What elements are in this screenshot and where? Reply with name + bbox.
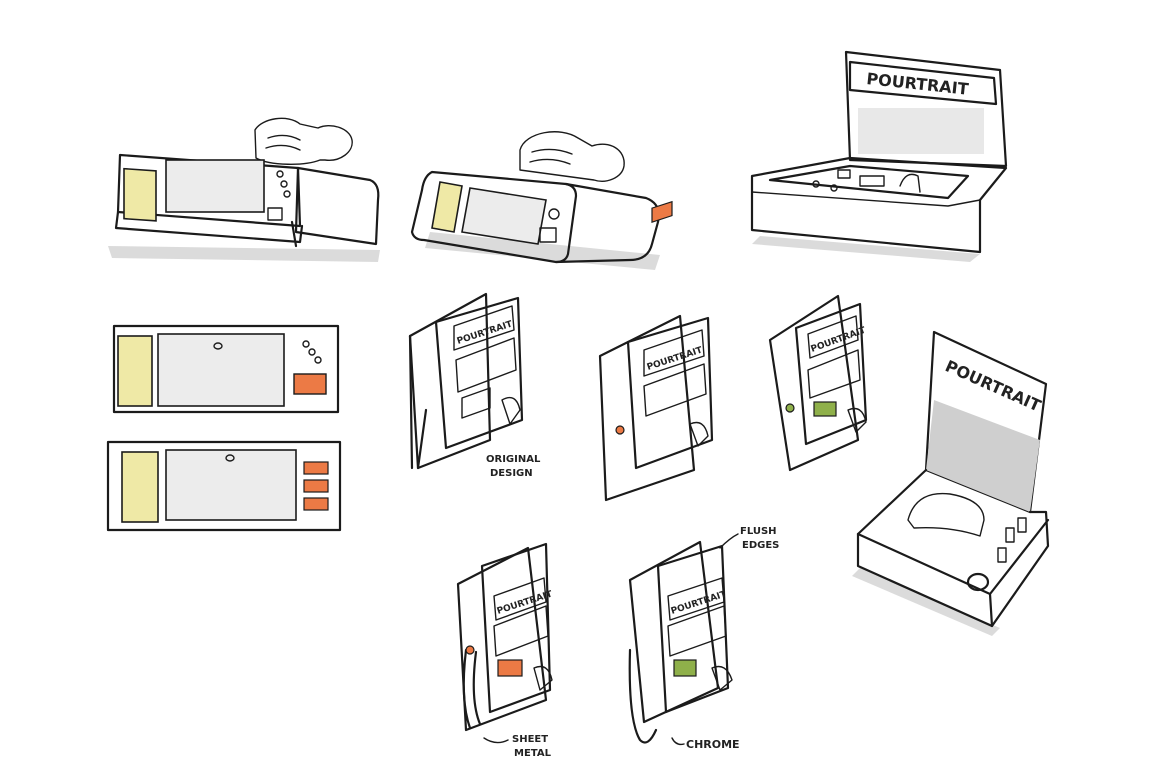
annotation-sheet-metal: SHEET METAL [483,734,552,759]
kiosk-sheet-metal: POURTRAIT [456,542,555,732]
annotation-flush: FLUSH [740,526,777,537]
flat-view-2 [106,440,342,532]
annotation-metal: METAL [514,748,552,759]
flat-view-1 [112,324,340,414]
kiosk-cream-grey: POURTRAIT [598,200,714,502]
printer-sketch-2 [410,131,660,270]
sign-printer-sketch: POURTRAIT [852,330,1050,636]
brand-label: POURTRAIT [942,356,1043,415]
kiosk-cream-brown: POURTRAIT [768,294,868,472]
annotation-original-design: ORIGINAL DESIGN [486,454,541,479]
annotation-original: ORIGINAL [486,454,541,465]
brand-label: POURTRAIT [496,589,555,617]
kiosk-chrome: POURTRAIT [628,540,733,744]
kiosk-original-green: POURTRAIT [408,292,524,470]
annotation-chrome: CHROME [671,737,740,751]
annotation-edges: EDGES [742,540,779,551]
annotation-design: DESIGN [490,468,533,479]
case-kiosk-sketch: POURTRAIT [750,50,1008,262]
printer-sketch-1 [108,117,380,262]
annotation-chrome-label: CHROME [686,738,740,751]
annotation-flush-edges: FLUSH EDGES [719,526,779,551]
annotation-sheet: SHEET [512,734,548,745]
paper-roll-icon [254,117,353,165]
